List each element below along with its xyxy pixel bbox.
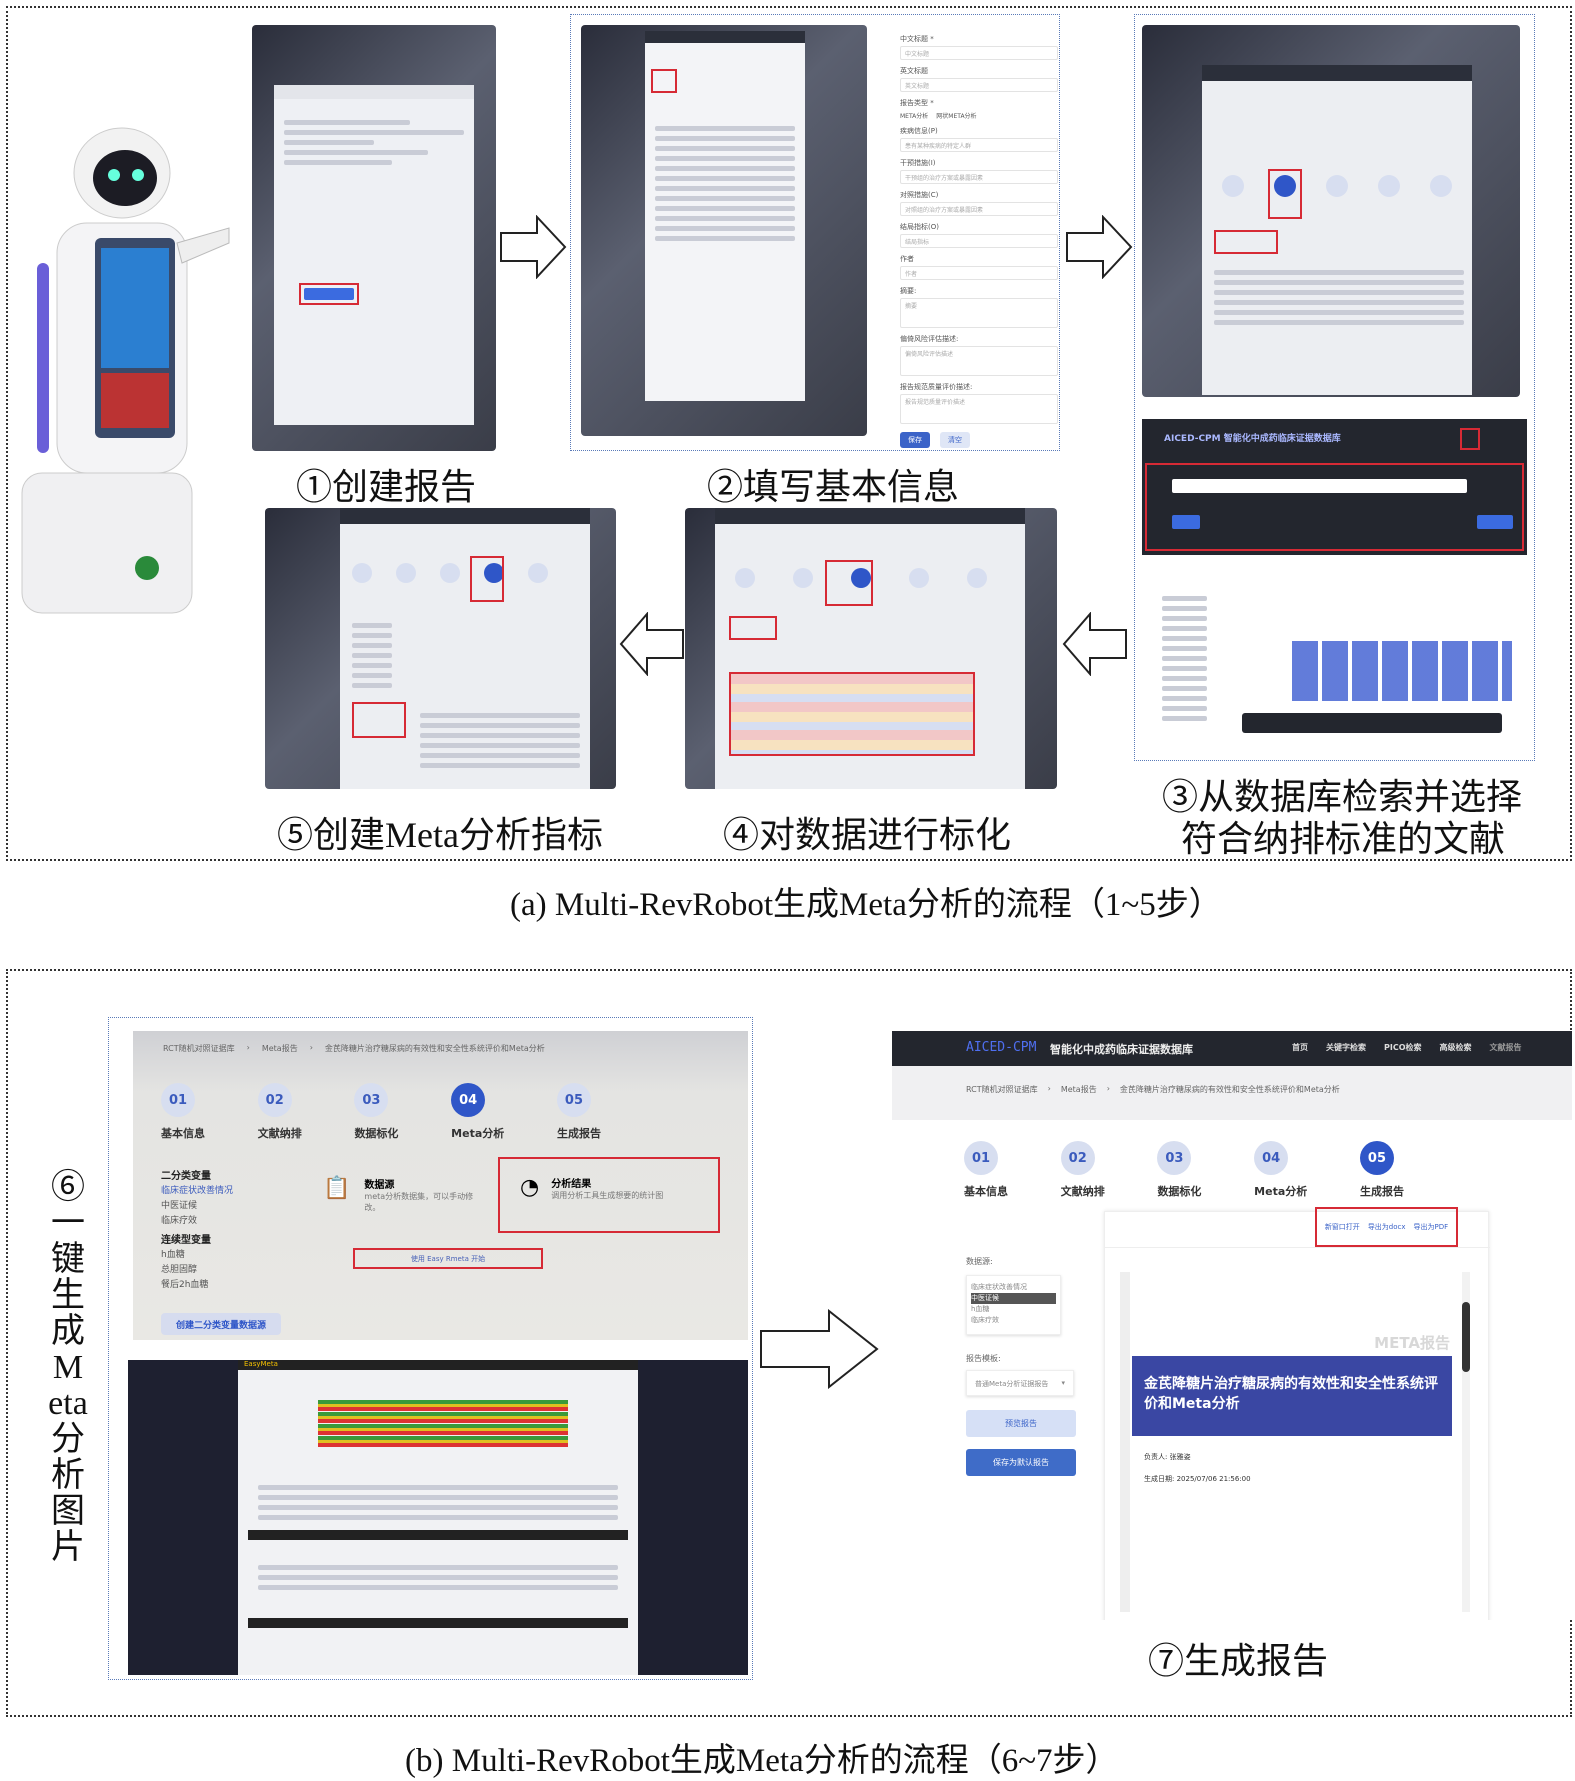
meta-analysis-screenshot: RCT随机对照证据库›Meta报告›金芪降糖片治疗糖尿病的有效性和安全性系统评价… — [133, 1031, 748, 1340]
variable-item[interactable]: 中医证候 — [161, 1201, 198, 1211]
step2-frame — [570, 14, 1060, 451]
form-field: 干预措施(I)干预组的治疗方案或暴露因素 — [900, 158, 1058, 184]
export-docx-link[interactable]: 导出为docx — [1367, 1223, 1406, 1231]
create-report-highlight — [299, 283, 359, 305]
form-field: 偏倚风险评估描述:偏倚风险评估描述 — [900, 334, 1058, 376]
step5-label: ⑤创建Meta分析指标 — [277, 815, 603, 855]
preview-report-button[interactable]: 预览报告 — [966, 1410, 1076, 1437]
variable-item[interactable]: 餐后2h血糖 — [161, 1280, 209, 1290]
step6-frame — [108, 1017, 753, 1680]
nav-keyword-search[interactable]: 关键字检索 — [1326, 1043, 1366, 1052]
robot-photo — [17, 113, 232, 623]
step3-label-line1: ③从数据库检索并选择 — [1162, 777, 1523, 817]
step4-label: ④对数据进行标化 — [723, 815, 1012, 855]
panel-a-caption: (a) Multi-RevRobot生成Meta分析的流程（1~5步） — [510, 887, 1222, 923]
step1-label: ①创建报告 — [296, 467, 477, 507]
database-search-screenshot: AICED-CPM 智能化中成药临床证据数据库 — [1142, 419, 1527, 555]
form-field: 英文标题英文标题 — [900, 66, 1058, 92]
datasource-list[interactable]: 临床症状改善情况 中医证候 h血糖 临床疗效 — [966, 1275, 1061, 1335]
step3-frame — [1134, 14, 1535, 761]
report-preview-panel: 新窗口打开 导出为docx 导出为PDF META报告 金芪降糖片治疗糖尿病的有… — [1104, 1207, 1490, 1620]
easymeta-forest-plot-screenshot: EasyMeta — [128, 1360, 748, 1675]
step5-tablet-photo — [265, 508, 616, 789]
radio-network-meta[interactable]: 网状META分析 — [936, 113, 977, 120]
app-header: AICED-CPM 智能化中成药临床证据数据库 首页 关键字检索 PICO检索 … — [892, 1031, 1572, 1066]
radio-meta[interactable]: META分析 — [900, 113, 929, 120]
variable-item[interactable]: 总胆固醇 — [161, 1265, 198, 1275]
chevron-down-icon: ▾ — [1061, 1379, 1065, 1387]
basic-info-form: 中文标题 *中文标题 英文标题英文标题 报告类型 * META分析网状META分… — [900, 28, 1058, 448]
save-button[interactable]: 保存 — [900, 432, 930, 448]
arrow-right-icon — [1066, 215, 1133, 279]
top-nav: 首页 关键字检索 PICO检索 高级检索 文献报告 — [1292, 1042, 1522, 1053]
panel-b-caption: (b) Multi-RevRobot生成Meta分析的流程（6~7步） — [405, 1743, 1119, 1779]
export-pdf-link[interactable]: 导出为PDF — [1413, 1223, 1449, 1231]
variable-item[interactable]: 临床疗效 — [161, 1216, 198, 1226]
analysis-result-card[interactable]: ◔ 分析结果调用分析工具生成想要的统计图 — [498, 1157, 720, 1233]
create-binary-datasource-button[interactable]: 创建二分类变量数据源 — [161, 1313, 281, 1335]
arrow-left-icon — [619, 612, 684, 676]
nav-home[interactable]: 首页 — [1292, 1043, 1308, 1052]
variable-list: 二分类变量 临床症状改善情况 中医证候 临床疗效 连续型变量 h血糖 总胆固醇 … — [161, 1169, 233, 1293]
template-select[interactable]: 普通Meta分析证据报告▾ — [966, 1370, 1074, 1396]
report-document: META报告 金芪降糖片治疗糖尿病的有效性和安全性系统评价和Meta分析 负责人… — [1130, 1272, 1460, 1620]
step2-label: ②填写基本信息 — [707, 467, 960, 507]
breadcrumb: RCT随机对照证据库›Meta报告›金芪降糖片治疗糖尿病的有效性和安全性系统评价… — [892, 1066, 1572, 1120]
nav-advanced-search[interactable]: 高级检索 — [1439, 1043, 1472, 1052]
form-field: 对照措施(C)对照组的治疗方案或暴露因素 — [900, 190, 1058, 216]
clear-button[interactable]: 清空 — [940, 432, 970, 448]
step3-label-line2: 符合纳排标准的文献 — [1181, 819, 1506, 859]
report-title-banner: 金芪降糖片治疗糖尿病的有效性和安全性系统评价和Meta分析 — [1132, 1356, 1452, 1436]
step2-tablet-photo — [581, 25, 867, 436]
arrow-right-icon — [760, 1309, 879, 1389]
variable-item[interactable]: h血糖 — [161, 1250, 185, 1260]
form-field: 疾病信息(P)患有某种疾病的特定人群 — [900, 126, 1058, 152]
brand-logo[interactable]: AICED-CPM — [966, 1040, 1037, 1055]
easy-rmeta-button[interactable]: 使用 Easy Rmeta 开始 — [353, 1248, 543, 1269]
panel-a-frame — [6, 6, 1572, 861]
search-results-screenshot — [1142, 561, 1527, 753]
step4-tablet-photo — [685, 508, 1057, 789]
nav-literature-report[interactable]: 文献报告 — [1489, 1043, 1522, 1052]
step6-label: ⑥一键生成Meta分析图片 — [48, 1169, 88, 1566]
pie-chart-icon: ◔ — [520, 1175, 540, 1200]
clipboard-icon: 📋 — [323, 1176, 351, 1201]
form-field: 结局指标(O)结局指标 — [900, 222, 1058, 248]
scrollbar[interactable] — [1462, 1272, 1470, 1612]
save-default-report-button[interactable]: 保存为默认报告 — [966, 1449, 1076, 1476]
step7-label: ⑦生成报告 — [1148, 1641, 1329, 1681]
open-new-window-link[interactable]: 新窗口打开 — [1324, 1223, 1360, 1231]
breadcrumb: RCT随机对照证据库›Meta报告›金芪降糖片治疗糖尿病的有效性和安全性系统评价… — [163, 1043, 545, 1053]
form-field: 报告规范质量评价描述:报告规范质量评价描述 — [900, 382, 1058, 424]
step1-create-report-photo — [252, 25, 496, 451]
form-field: 摘要:摘要 — [900, 286, 1058, 328]
report-generation-screenshot: AICED-CPM 智能化中成药临床证据数据库 首页 关键字检索 PICO检索 … — [892, 1031, 1572, 1620]
arrow-right-icon — [500, 215, 567, 279]
export-actions: 新窗口打开 导出为docx 导出为PDF — [1315, 1207, 1458, 1247]
variable-item[interactable]: 临床症状改善情况 — [161, 1186, 234, 1196]
step3-tablet-photo — [1142, 25, 1520, 397]
form-field: 作者作者 — [900, 254, 1058, 280]
form-field: 中文标题 *中文标题 — [900, 34, 1058, 60]
arrow-left-icon — [1062, 612, 1127, 676]
nav-pico-search[interactable]: PICO检索 — [1384, 1043, 1422, 1052]
